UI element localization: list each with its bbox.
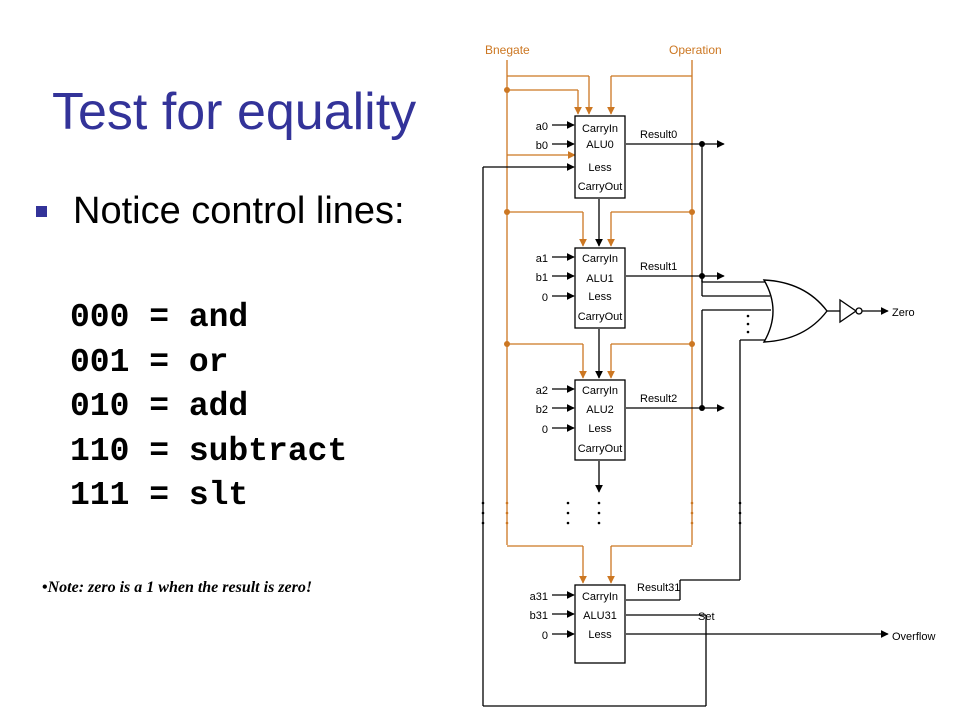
alu1-carryin-text: CarryIn	[582, 253, 618, 265]
alu0-input-b-label: b0	[536, 140, 548, 152]
control-wires	[506, 60, 693, 584]
note-text: Note: zero is a 1 when the result is zer…	[47, 579, 313, 596]
bullet-item: Notice control lines:	[36, 190, 405, 233]
result1-label: Result1	[640, 261, 677, 273]
note-bullet-icon: •	[42, 579, 48, 596]
alu2-carryin-text: CarryIn	[582, 385, 618, 397]
control-ellipsis-dots	[505, 501, 694, 525]
ellipsis-dots	[481, 314, 750, 525]
alu1-input-b-label: b1	[536, 272, 548, 284]
alu2-carryout-text: CarryOut	[578, 443, 623, 455]
data-junction-dots	[699, 141, 705, 411]
alu1-box	[574, 247, 626, 329]
alu2-less-input-label: 0	[542, 424, 548, 436]
alu1-name-text: ALU1	[586, 273, 614, 285]
control-code-subtract: 110 = subtract	[70, 432, 348, 470]
result2-label: Result2	[640, 393, 677, 405]
control-code-add: 010 = add	[70, 388, 249, 425]
bullet-text: Notice control lines:	[73, 190, 405, 232]
alu0-name-text: ALU0	[586, 139, 614, 151]
control-code-list: 000 = and 001 = or 010 = add 110 = subtr…	[70, 296, 347, 519]
operation-label: Operation	[669, 43, 722, 57]
note: •Note: zero is a 1 when the result is ze…	[42, 579, 312, 597]
alu2-input-b-label: b2	[536, 404, 548, 416]
or-gate	[762, 279, 828, 343]
control-code-slt: 111 = slt	[70, 477, 249, 514]
alu1-carryout-text: CarryOut	[578, 311, 623, 323]
alu1-input-a-label: a1	[536, 253, 548, 265]
alu31-box	[574, 584, 626, 664]
alu31-less-text: Less	[588, 629, 612, 641]
alu31-less-input-label: 0	[542, 630, 548, 642]
alu31-input-a-label: a31	[530, 591, 548, 603]
alu1-less-input-label: 0	[542, 292, 548, 304]
zero-label: Zero	[892, 307, 915, 319]
alu31-name-text: ALU31	[583, 610, 617, 622]
alu2-box	[574, 379, 626, 461]
bullet-square-icon	[36, 206, 47, 217]
overflow-label: Overflow	[892, 631, 935, 643]
inverter-gate	[839, 298, 863, 324]
bnegate-label: Bnegate	[485, 43, 530, 57]
alu2-less-text: Less	[588, 423, 612, 435]
alu31-input-b-label: b31	[530, 610, 548, 622]
control-code-and: 000 = and	[70, 299, 249, 336]
alu0-input-a-label: a0	[536, 121, 548, 133]
alu0-carryout-text: CarryOut	[578, 181, 623, 193]
slide-title: Test for equality	[52, 83, 417, 141]
alu0-carryin-text: CarryIn	[582, 123, 618, 135]
alu31-carryin-text: CarryIn	[582, 591, 618, 603]
alu1-less-text: Less	[588, 291, 612, 303]
result31-label: Result31	[637, 582, 680, 594]
data-wires	[482, 121, 889, 707]
alu0-box	[574, 115, 626, 199]
control-junction-dots	[504, 87, 695, 347]
alu0-less-text: Less	[588, 162, 612, 174]
control-code-or: 001 = or	[70, 343, 229, 381]
result0-label: Result0	[640, 129, 677, 141]
alu2-name-text: ALU2	[586, 404, 614, 416]
alu2-input-a-label: a2	[536, 385, 548, 397]
